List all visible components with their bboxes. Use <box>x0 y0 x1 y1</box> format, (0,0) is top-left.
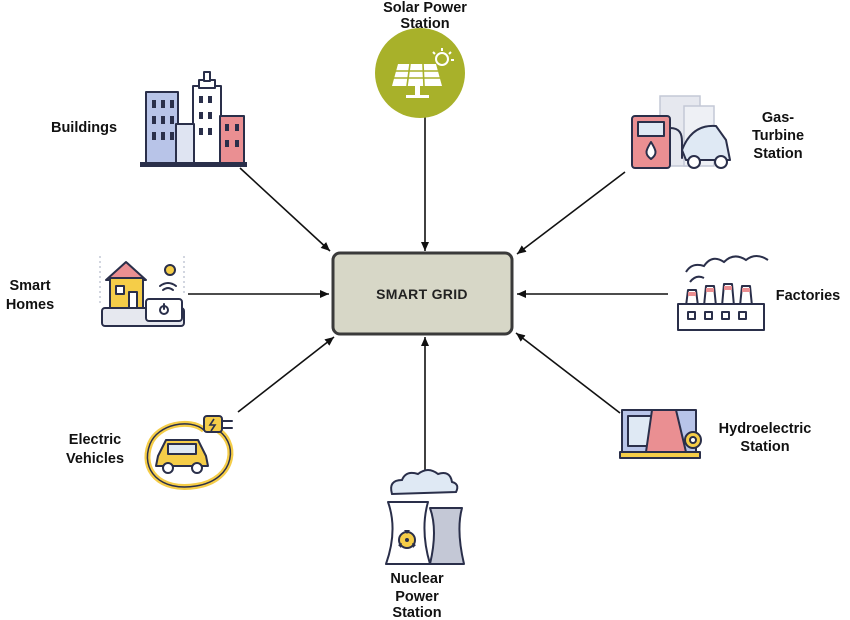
label-gas-line-3: Station <box>753 146 802 162</box>
hub-box <box>331 251 514 336</box>
label-homes-line-1: Smart <box>9 278 50 294</box>
label-homes-line-2: Homes <box>6 297 54 313</box>
label-gas-line-1: Gas- <box>762 110 794 126</box>
electric-car-plug-icon <box>144 415 234 490</box>
label-ev-line-1: Electric <box>69 432 121 448</box>
label-hydro-line-2: Station <box>740 439 789 455</box>
arrow-buildings <box>239 167 331 252</box>
label-nuclear-line-1: Nuclear <box>390 571 444 587</box>
factory-icon <box>677 255 769 331</box>
hub-label: SMART GRID <box>376 286 468 302</box>
smart-home-icon <box>99 256 185 327</box>
smart-grid-hub: SMART GRID <box>331 251 514 336</box>
label-nuclear-line-3: Station <box>392 605 441 620</box>
gas-station-car-icon <box>631 95 731 169</box>
connectors <box>188 105 668 482</box>
label-hydro-line-1: Hydroelectric <box>719 421 812 437</box>
hydro-dam-icon <box>619 409 702 459</box>
label-ev-line-2: Vehicles <box>66 451 124 467</box>
city-buildings-icon <box>140 71 247 167</box>
label-gas-line-2: Turbine <box>752 128 804 144</box>
label-solar-line-2: Station <box>400 16 449 32</box>
label-solar-line-1: Solar Power <box>383 0 467 16</box>
nuclear-plant-icon <box>385 469 465 565</box>
arrow-hydro <box>515 332 621 414</box>
arrow-ev <box>237 336 335 413</box>
label-factories: Factories <box>776 288 840 304</box>
label-buildings: Buildings <box>51 120 117 136</box>
arrow-gas <box>516 171 626 255</box>
label-nuclear-line-2: Power <box>395 589 439 605</box>
solar-panel-icon <box>375 28 465 118</box>
